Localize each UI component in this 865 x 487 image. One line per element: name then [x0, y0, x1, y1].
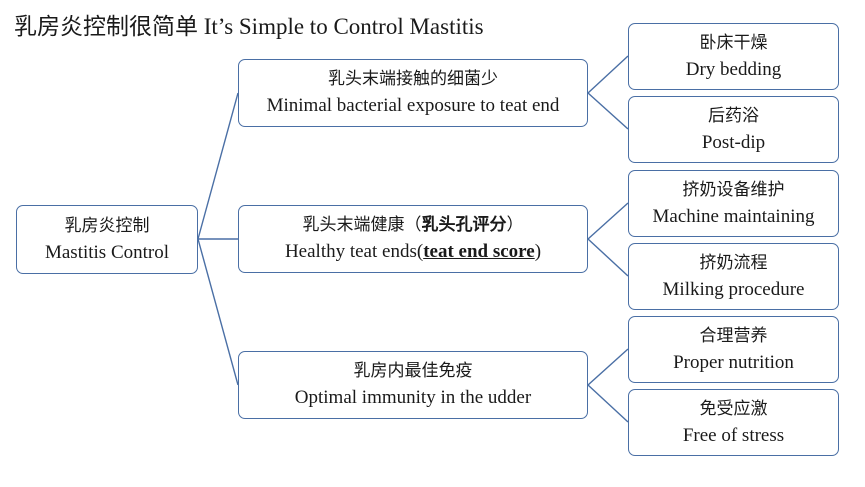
branch-label-en-post: ) — [534, 241, 542, 262]
leaf-label-zh: 免受应激 — [699, 398, 768, 419]
branch-label-en: Minimal bacterial exposure to teat end — [266, 95, 560, 116]
root-label-en: Mastitis Control — [44, 241, 170, 263]
connector-branch-2-leaf-2 — [587, 238, 629, 277]
title-en: It’s Simple to Control Mastitis — [203, 14, 484, 39]
leaf-label-zh: 卧床干燥 — [699, 32, 768, 53]
leaf-label-en: Proper nutrition — [673, 351, 794, 373]
connector-branch-3-leaf-2 — [587, 384, 629, 423]
leaf-node-free-of-stress: 免受应激 Free of stress — [628, 389, 839, 456]
root-label-zh: 乳房炎控制 — [64, 215, 150, 236]
connector-root-branch-1 — [197, 92, 239, 240]
leaf-label-en: Free of stress — [682, 424, 785, 446]
connector-branch-1-leaf-2 — [587, 92, 629, 130]
leaf-label-zh: 挤奶流程 — [699, 252, 768, 273]
leaf-label-zh: 合理营养 — [699, 325, 768, 346]
branch-node-exposure: 乳头末端接触的细菌少 Minimal bacterial exposure to… — [238, 59, 588, 127]
connector-root-branch-3 — [197, 238, 239, 386]
leaf-label-zh: 挤奶设备维护 — [682, 179, 785, 200]
leaf-node-proper-nutrition: 合理营养 Proper nutrition — [628, 316, 839, 383]
branch-label-en: Healthy teat ends(teat end score) — [285, 240, 541, 264]
branch-label-zh-pre: 乳头末端健康（ — [302, 215, 422, 235]
leaf-label-en: Dry bedding — [685, 58, 782, 80]
branch-label-zh-bold: 乳头孔评分 — [421, 215, 507, 235]
branch-node-teat-ends: 乳头末端健康（乳头孔评分） Healthy teat ends(teat end… — [238, 205, 588, 273]
root-node: 乳房炎控制 Mastitis Control — [16, 205, 198, 274]
branch-label-en-pre: Healthy teat ends( — [284, 241, 424, 262]
leaf-node-post-dip: 后药浴 Post-dip — [628, 96, 839, 163]
page-title: 乳房炎控制很简单 It’s Simple to Control Mastitis — [14, 14, 484, 40]
teat-end-score-link[interactable]: teat end score — [423, 241, 535, 262]
leaf-node-machine-maintaining: 挤奶设备维护 Machine maintaining — [628, 170, 839, 237]
title-zh: 乳房炎控制很简单 — [14, 14, 198, 40]
leaf-node-dry-bedding: 卧床干燥 Dry bedding — [628, 23, 839, 90]
branch-label-zh: 乳房内最佳免疫 — [353, 361, 473, 381]
branch-label-zh-post: ） — [506, 215, 524, 235]
leaf-node-milking-procedure: 挤奶流程 Milking procedure — [628, 243, 839, 310]
branch-label-en: Optimal immunity in the udder — [294, 387, 532, 408]
connector-branch-1-leaf-1 — [587, 55, 629, 94]
connector-branch-2-leaf-1 — [587, 202, 629, 240]
leaf-label-en: Machine maintaining — [652, 205, 815, 227]
leaf-label-en: Milking procedure — [662, 278, 805, 300]
leaf-label-en: Post-dip — [701, 131, 766, 153]
leaf-label-zh: 后药浴 — [708, 105, 759, 126]
branch-label-zh: 乳头末端接触的细菌少 — [328, 69, 498, 89]
connector-branch-3-leaf-1 — [587, 348, 629, 386]
branch-node-immunity: 乳房内最佳免疫 Optimal immunity in the udder — [238, 351, 588, 419]
branch-label-zh: 乳头末端健康（乳头孔评分） — [303, 214, 524, 236]
